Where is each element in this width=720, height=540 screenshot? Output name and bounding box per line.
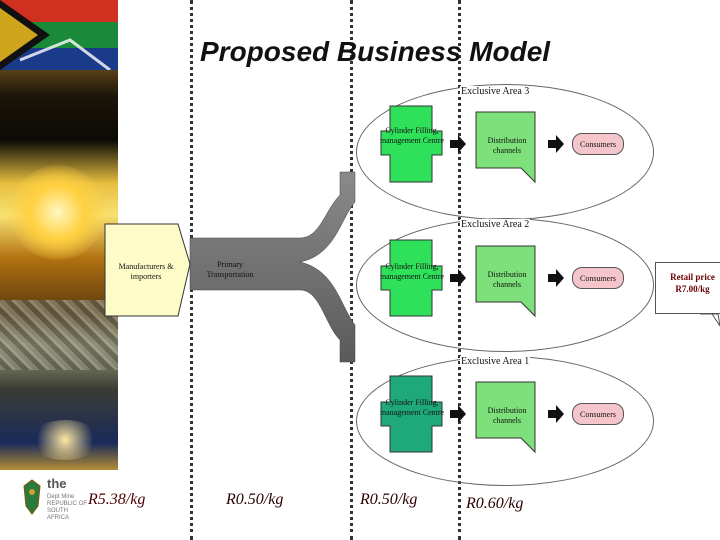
distribution-shape-area1 <box>475 381 536 454</box>
price-cylinder: R0.50/kg <box>360 491 418 508</box>
price-transport: R0.50/kg <box>226 491 284 508</box>
distribution-shape-area3 <box>475 111 536 184</box>
area-2-ellipse <box>356 218 654 352</box>
consumers-pill-area2: Consumers <box>572 267 624 289</box>
divider-line-2 <box>350 0 353 540</box>
ore-image <box>0 300 118 370</box>
cylinder-label-area1: Cylinder Filling, management Centre <box>379 398 445 417</box>
arrow-icon <box>548 405 564 423</box>
logo-subtext: Dept Mine REPUBLIC OF SOUTH AFRICA <box>47 494 88 521</box>
coat-of-arms-icon <box>23 479 41 515</box>
callout-pointer <box>700 313 720 327</box>
distribution-label-area1: Distribution channels <box>487 406 527 425</box>
arrow-icon <box>450 405 466 423</box>
cylinder-shape-area2 <box>380 239 443 317</box>
retail-price-value: R7.00/kg <box>675 284 710 294</box>
cylinder-shape-area3 <box>380 105 443 183</box>
distribution-label-area3: Distribution channels <box>487 136 527 155</box>
furnace-glow <box>10 165 105 260</box>
distribution-label-area2: Distribution channels <box>487 270 527 289</box>
flag-image <box>0 0 118 70</box>
distribution-shape-area2 <box>475 245 536 318</box>
area-3-label: Exclusive Area 3 <box>460 86 531 97</box>
consumers-pill-area3: Consumers <box>572 133 624 155</box>
price-manufacturer: R5.38/kg <box>88 491 146 508</box>
arrow-icon <box>450 135 466 153</box>
area-1-label: Exclusive Area 1 <box>460 356 531 367</box>
logo-text: the <box>47 476 67 491</box>
logo-background <box>0 470 118 540</box>
transport-label: Primary Transportation <box>206 260 254 279</box>
arrow-icon <box>450 269 466 287</box>
cylinder-shape-area1 <box>380 375 443 453</box>
primary-transport-arrow <box>189 171 356 363</box>
cylinder-label-area3: Cylinder Filling, management Centre <box>379 126 445 145</box>
cylinder-label-area2: Cylinder Filling, management Centre <box>379 262 445 281</box>
page-title: Proposed Business Model <box>200 36 551 67</box>
miner-lamp <box>30 420 100 460</box>
retail-price-label: Retail price <box>670 272 715 282</box>
area-2-label: Exclusive Area 2 <box>460 219 531 230</box>
photo-strip <box>0 0 118 540</box>
manufacturers-label: Manufacturers & importers <box>118 262 174 281</box>
manufacturers-shape <box>104 223 191 317</box>
retail-price-callout: Retail price R7.00/kg <box>655 262 720 314</box>
arrow-icon <box>548 135 564 153</box>
consumers-pill-area1: Consumers <box>572 403 624 425</box>
price-distribution: R0.60/kg <box>466 495 524 512</box>
arrow-icon <box>548 269 564 287</box>
